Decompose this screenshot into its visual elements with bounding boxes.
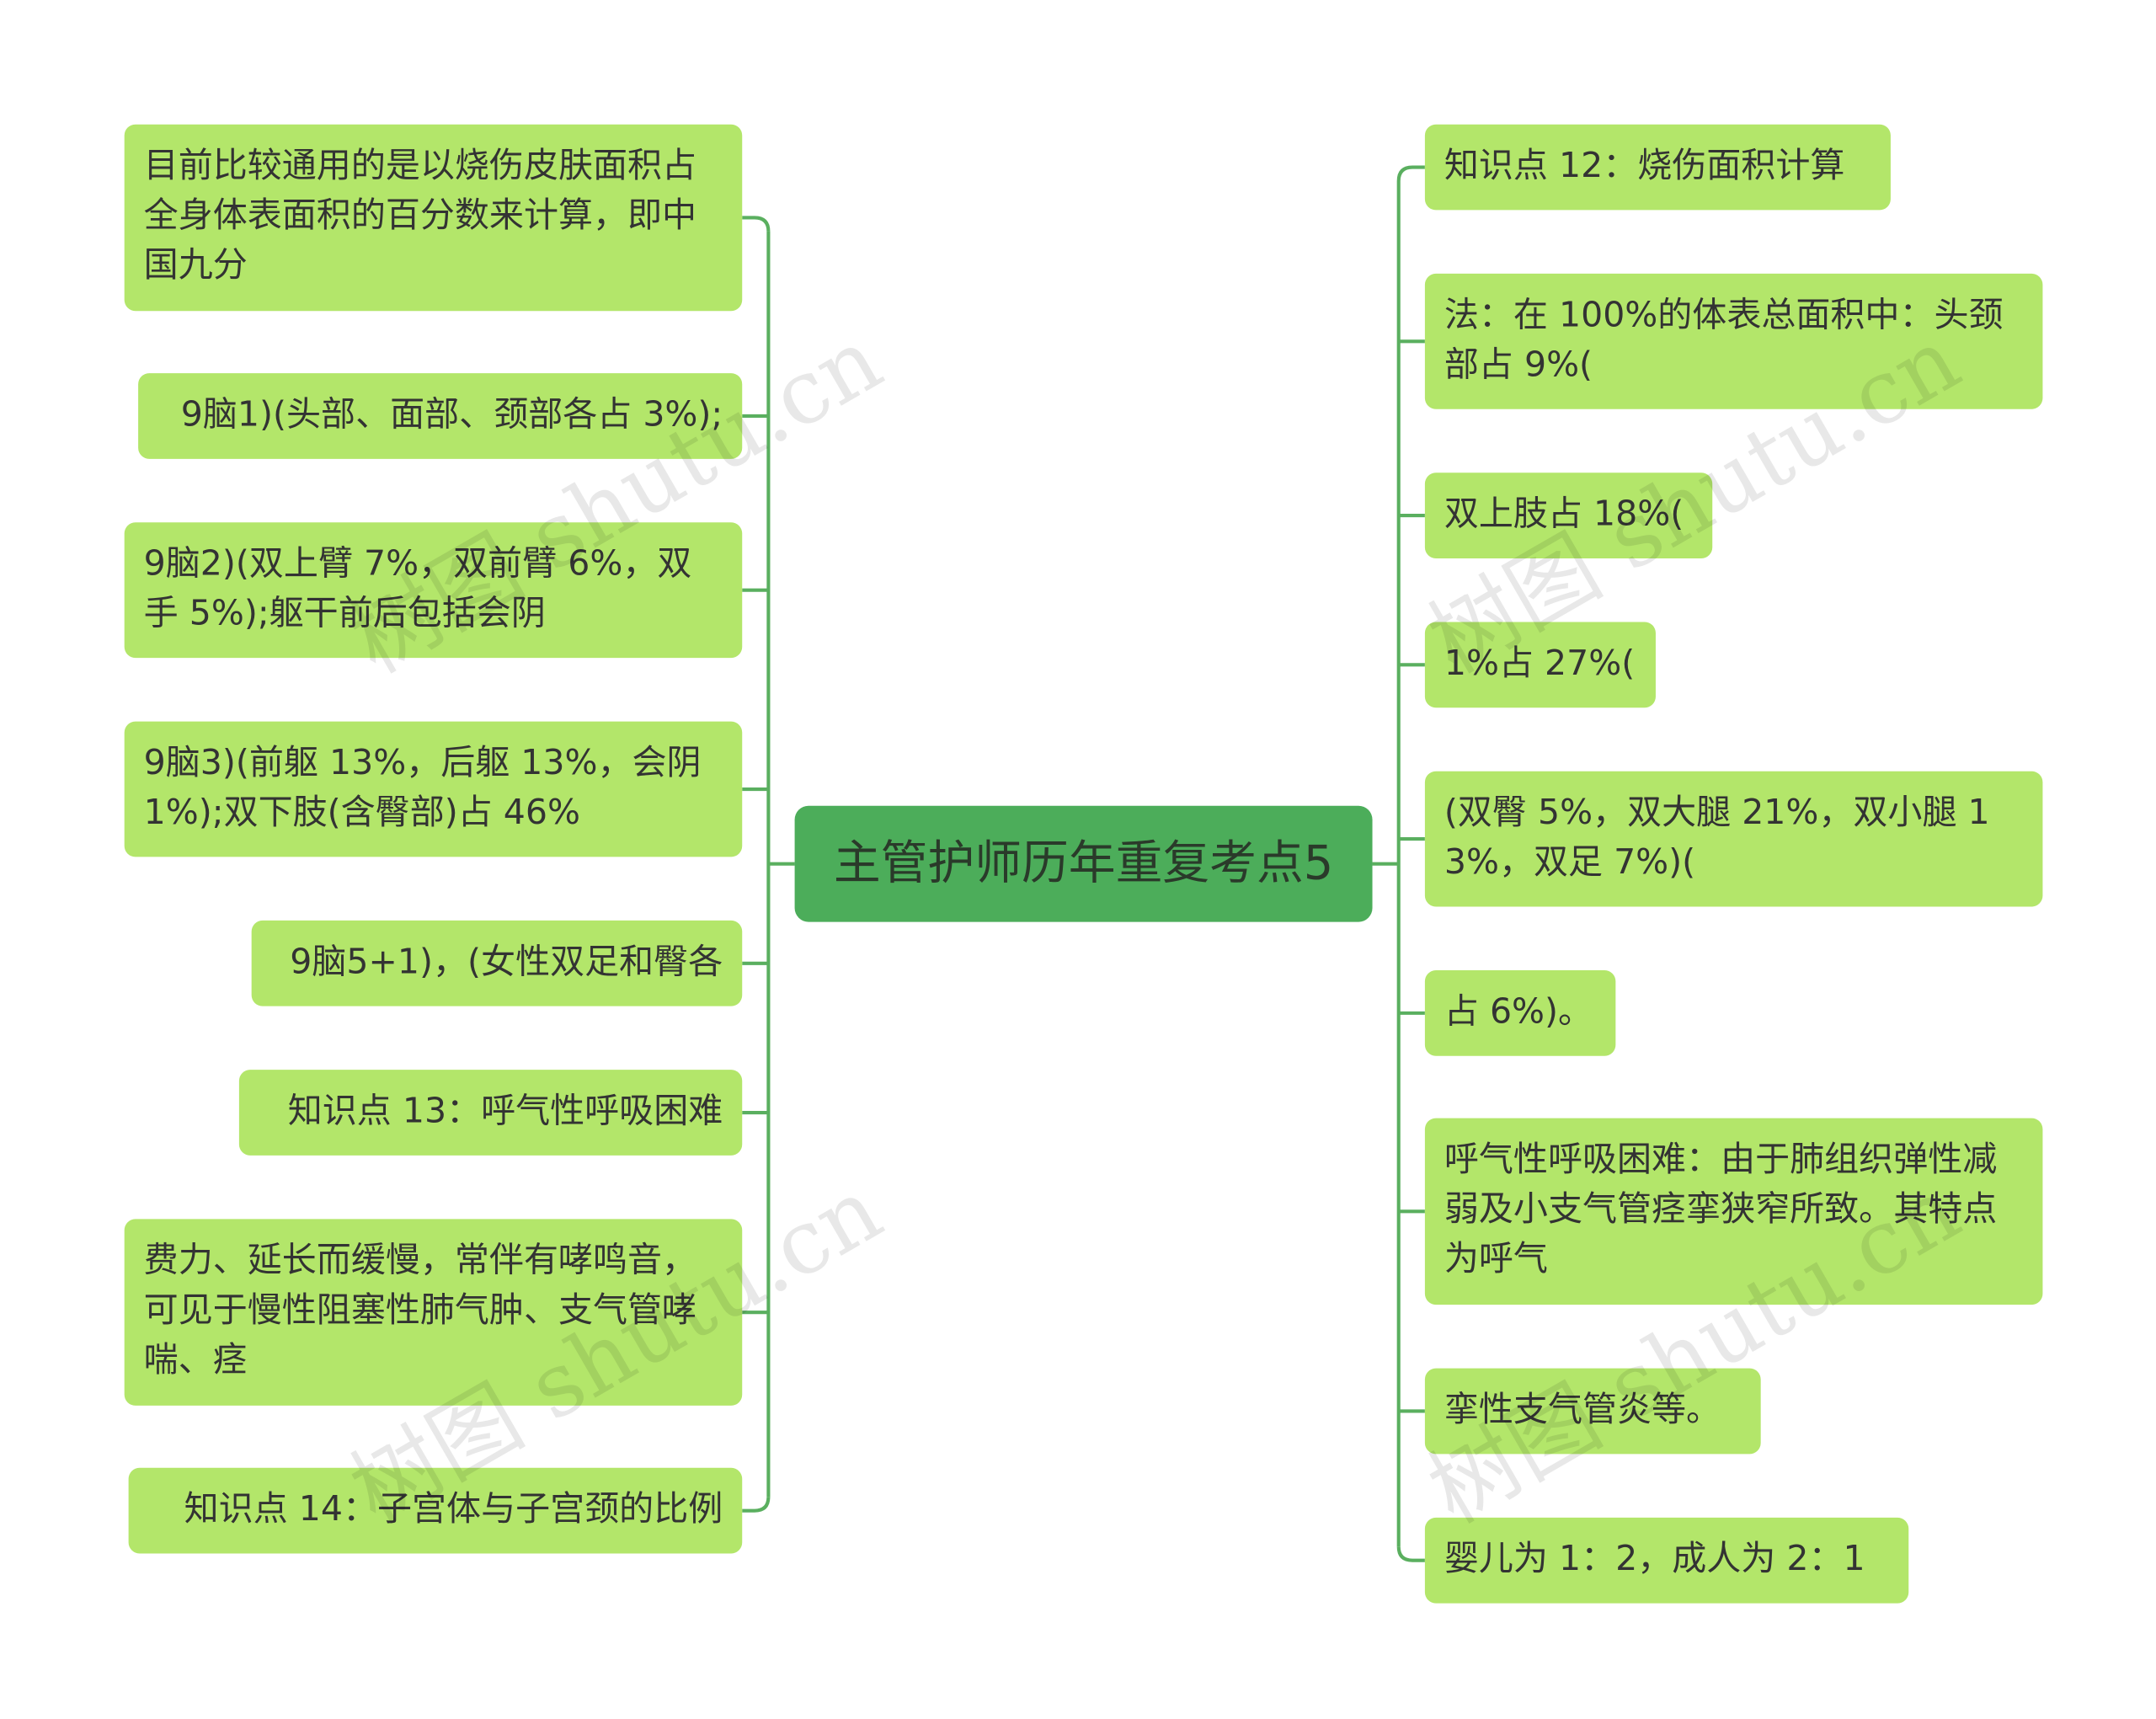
right-topic-8[interactable]: 挛性支气管炎等。 (1424, 1368, 1761, 1455)
right-topic-7[interactable]: 呼气性呼吸困难：由于肺组织弹性减弱及小支气管痉挛狭窄所致。其特点为呼气 (1424, 1118, 2043, 1305)
right-topic-6[interactable]: 占 6%)。 (1424, 969, 1616, 1056)
right-link-9 (1396, 1546, 1425, 1562)
right-link-1 (1396, 165, 1425, 182)
left-topic-2[interactable]: 9脑1)(头部、面部、颈部各占 3%); (138, 373, 743, 459)
left-link-1 (742, 216, 771, 232)
right-topic-5[interactable]: (双臀 5%，双大腿 21%，双小腿 13%，双足 7%)( (1424, 771, 2043, 907)
right-topic-4[interactable]: 1%占 27%( (1424, 622, 1656, 708)
left-topic-7[interactable]: 费力、延长而缓慢，常伴有哮鸣音，可见于慢性阻塞性肺气肿、支气管哮喘、痉 (124, 1219, 743, 1406)
left-topic-4[interactable]: 9脑3)(前躯 13%，后躯 13%，会阴 1%);双下肢(含臀部)占 46% (124, 721, 743, 857)
right-topic-9[interactable]: 婴儿为 1：2，成人为 2：1 (1424, 1517, 1909, 1604)
left-topic-3[interactable]: 9脑2)(双上臂 7%，双前臂 6%，双手 5%);躯干前后包括会阴 (124, 522, 743, 659)
left-link-8 (742, 1497, 771, 1513)
right-topic-3[interactable]: 双上肢占 18%( (1424, 472, 1713, 558)
right-topic-2[interactable]: 法：在 100%的体表总面积中：头颈部占 9%( (1424, 273, 2043, 409)
root-topic[interactable]: 主管护师历年重复考点5 (794, 805, 1373, 922)
right-topic-1[interactable]: 知识点 12：烧伤面积计算 (1424, 124, 1891, 211)
left-topic-5[interactable]: 9脑5+1)，(女性双足和臀各 (251, 920, 743, 1006)
left-topic-6[interactable]: 知识点 13：呼气性呼吸困难 (238, 1070, 743, 1156)
left-topic-8[interactable]: 知识点 14：子宫体与子宫颈的比例 (128, 1467, 743, 1554)
left-topic-1[interactable]: 目前比较通用的是以烧伤皮肤面积占全身体表面积的百分数来计算，即中国九分 (124, 124, 743, 312)
